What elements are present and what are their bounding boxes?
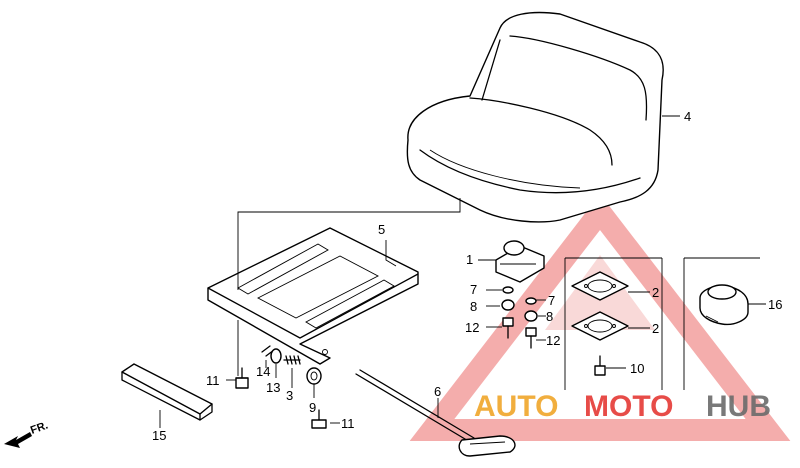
- callout-6: 6: [434, 384, 441, 399]
- callout-12-left: 12: [465, 320, 479, 335]
- bracket-part: [495, 240, 545, 283]
- callout-7-right: 7: [548, 293, 555, 308]
- callout-11-right: 11: [341, 416, 355, 431]
- callout-15: 15: [152, 428, 166, 443]
- bumper-pad-part: [121, 363, 213, 421]
- callout-3: 3: [286, 388, 293, 403]
- bolt-10-part: [594, 355, 606, 376]
- watermark-word-hub: HUB: [706, 390, 771, 423]
- callout-labels: 4 5 1 7 8 12 7 8 12 2 2 10 16 11 14 13 3…: [152, 109, 782, 443]
- callout-8-left: 8: [470, 299, 477, 314]
- seat-plate-part: [207, 227, 419, 365]
- callout-7-left: 7: [470, 282, 477, 297]
- callout-11-left: 11: [206, 373, 220, 388]
- callout-9: 9: [309, 400, 316, 415]
- front-direction-indicator: FR.: [4, 419, 50, 448]
- callout-14: 14: [256, 364, 270, 379]
- callout-2-upper: 2: [652, 285, 659, 300]
- leader-lines: [159, 115, 766, 428]
- callout-16: 16: [768, 297, 782, 312]
- small-hardware: [261, 345, 322, 385]
- arrow-icon: [4, 432, 32, 448]
- callout-4: 4: [684, 109, 691, 124]
- fastener-stack-left: [501, 286, 515, 339]
- callout-5: 5: [378, 222, 385, 237]
- direction-label: FR.: [29, 419, 50, 436]
- seat-switch-part: [699, 284, 749, 326]
- option-frame: [564, 257, 760, 390]
- bolt-part: [235, 367, 249, 389]
- callout-10: 10: [630, 361, 644, 376]
- watermark-word-moto: MOTO: [584, 390, 673, 423]
- fastener-stack-right: [524, 297, 538, 349]
- callout-12-right: 12: [546, 333, 560, 348]
- watermark-word-auto: AUTO: [474, 390, 558, 423]
- mount-plate-lower: [571, 311, 629, 341]
- seat-part: [406, 11, 664, 223]
- callout-1: 1: [466, 252, 473, 267]
- callout-13: 13: [266, 380, 280, 395]
- rod-part: [355, 369, 516, 457]
- callout-2-lower: 2: [652, 321, 659, 336]
- watermark-text: AUTO MOTO HUB: [474, 390, 771, 423]
- bolt-lower-part: [311, 409, 327, 429]
- mount-plate-upper: [571, 271, 629, 301]
- callout-8-right: 8: [546, 309, 553, 324]
